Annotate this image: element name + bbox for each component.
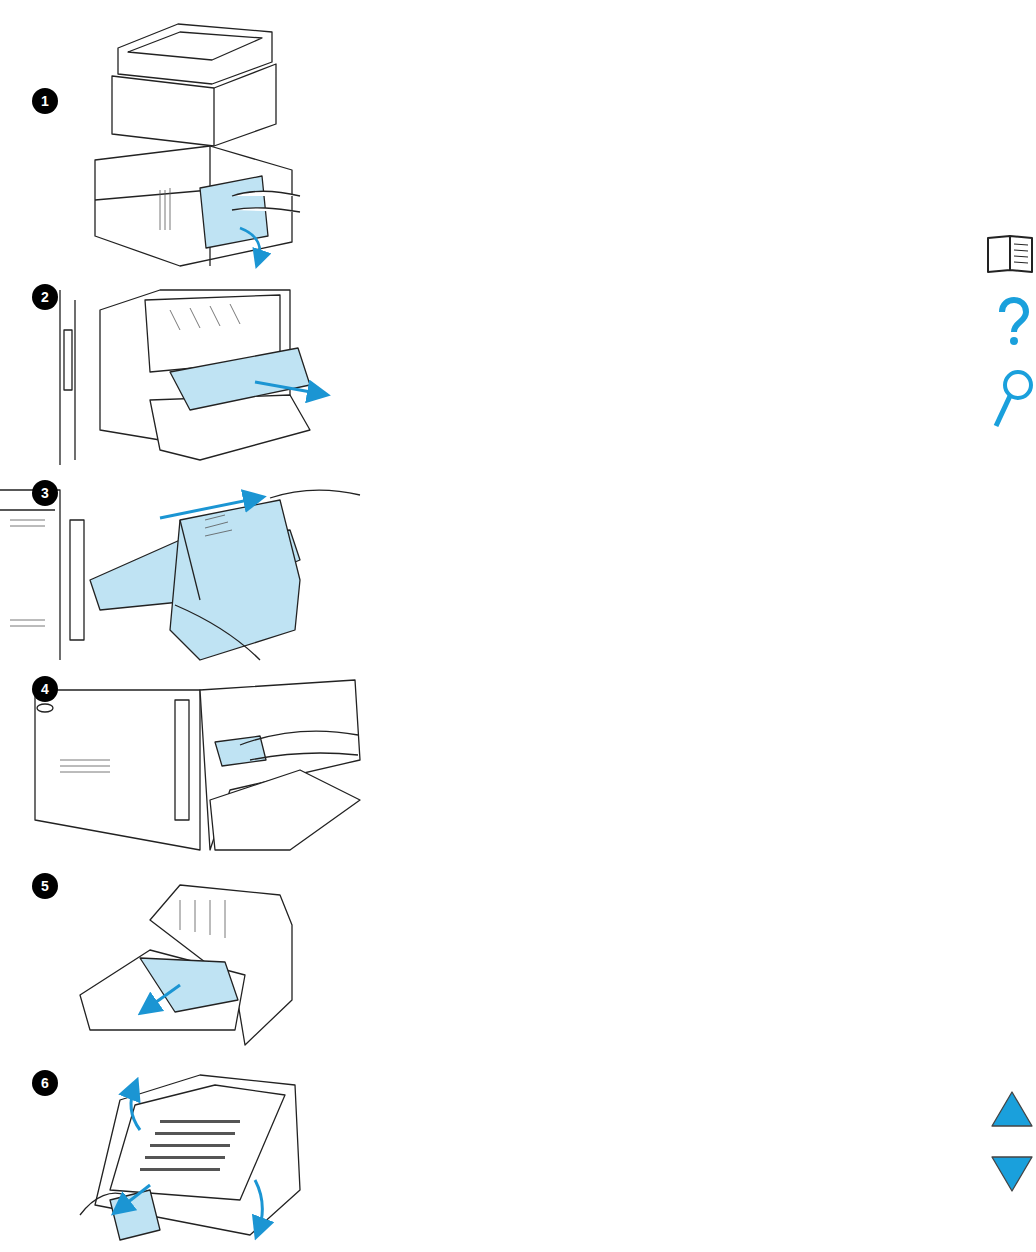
callout-number: 6 (32, 1070, 58, 1096)
callout-number: 4 (32, 676, 58, 702)
printer-base-view (35, 680, 360, 850)
callout-number: 5 (32, 873, 58, 899)
duplexer-open (80, 1075, 300, 1240)
callout-number: 1 (32, 88, 58, 114)
callout-number: 2 (32, 284, 58, 310)
duplexer-unit (80, 885, 292, 1045)
callout-number: 3 (32, 480, 58, 506)
duplexer-removal (0, 490, 360, 660)
rear-output-view (60, 290, 322, 465)
navigation-icons (988, 236, 1032, 1191)
printer-overview (95, 24, 300, 266)
